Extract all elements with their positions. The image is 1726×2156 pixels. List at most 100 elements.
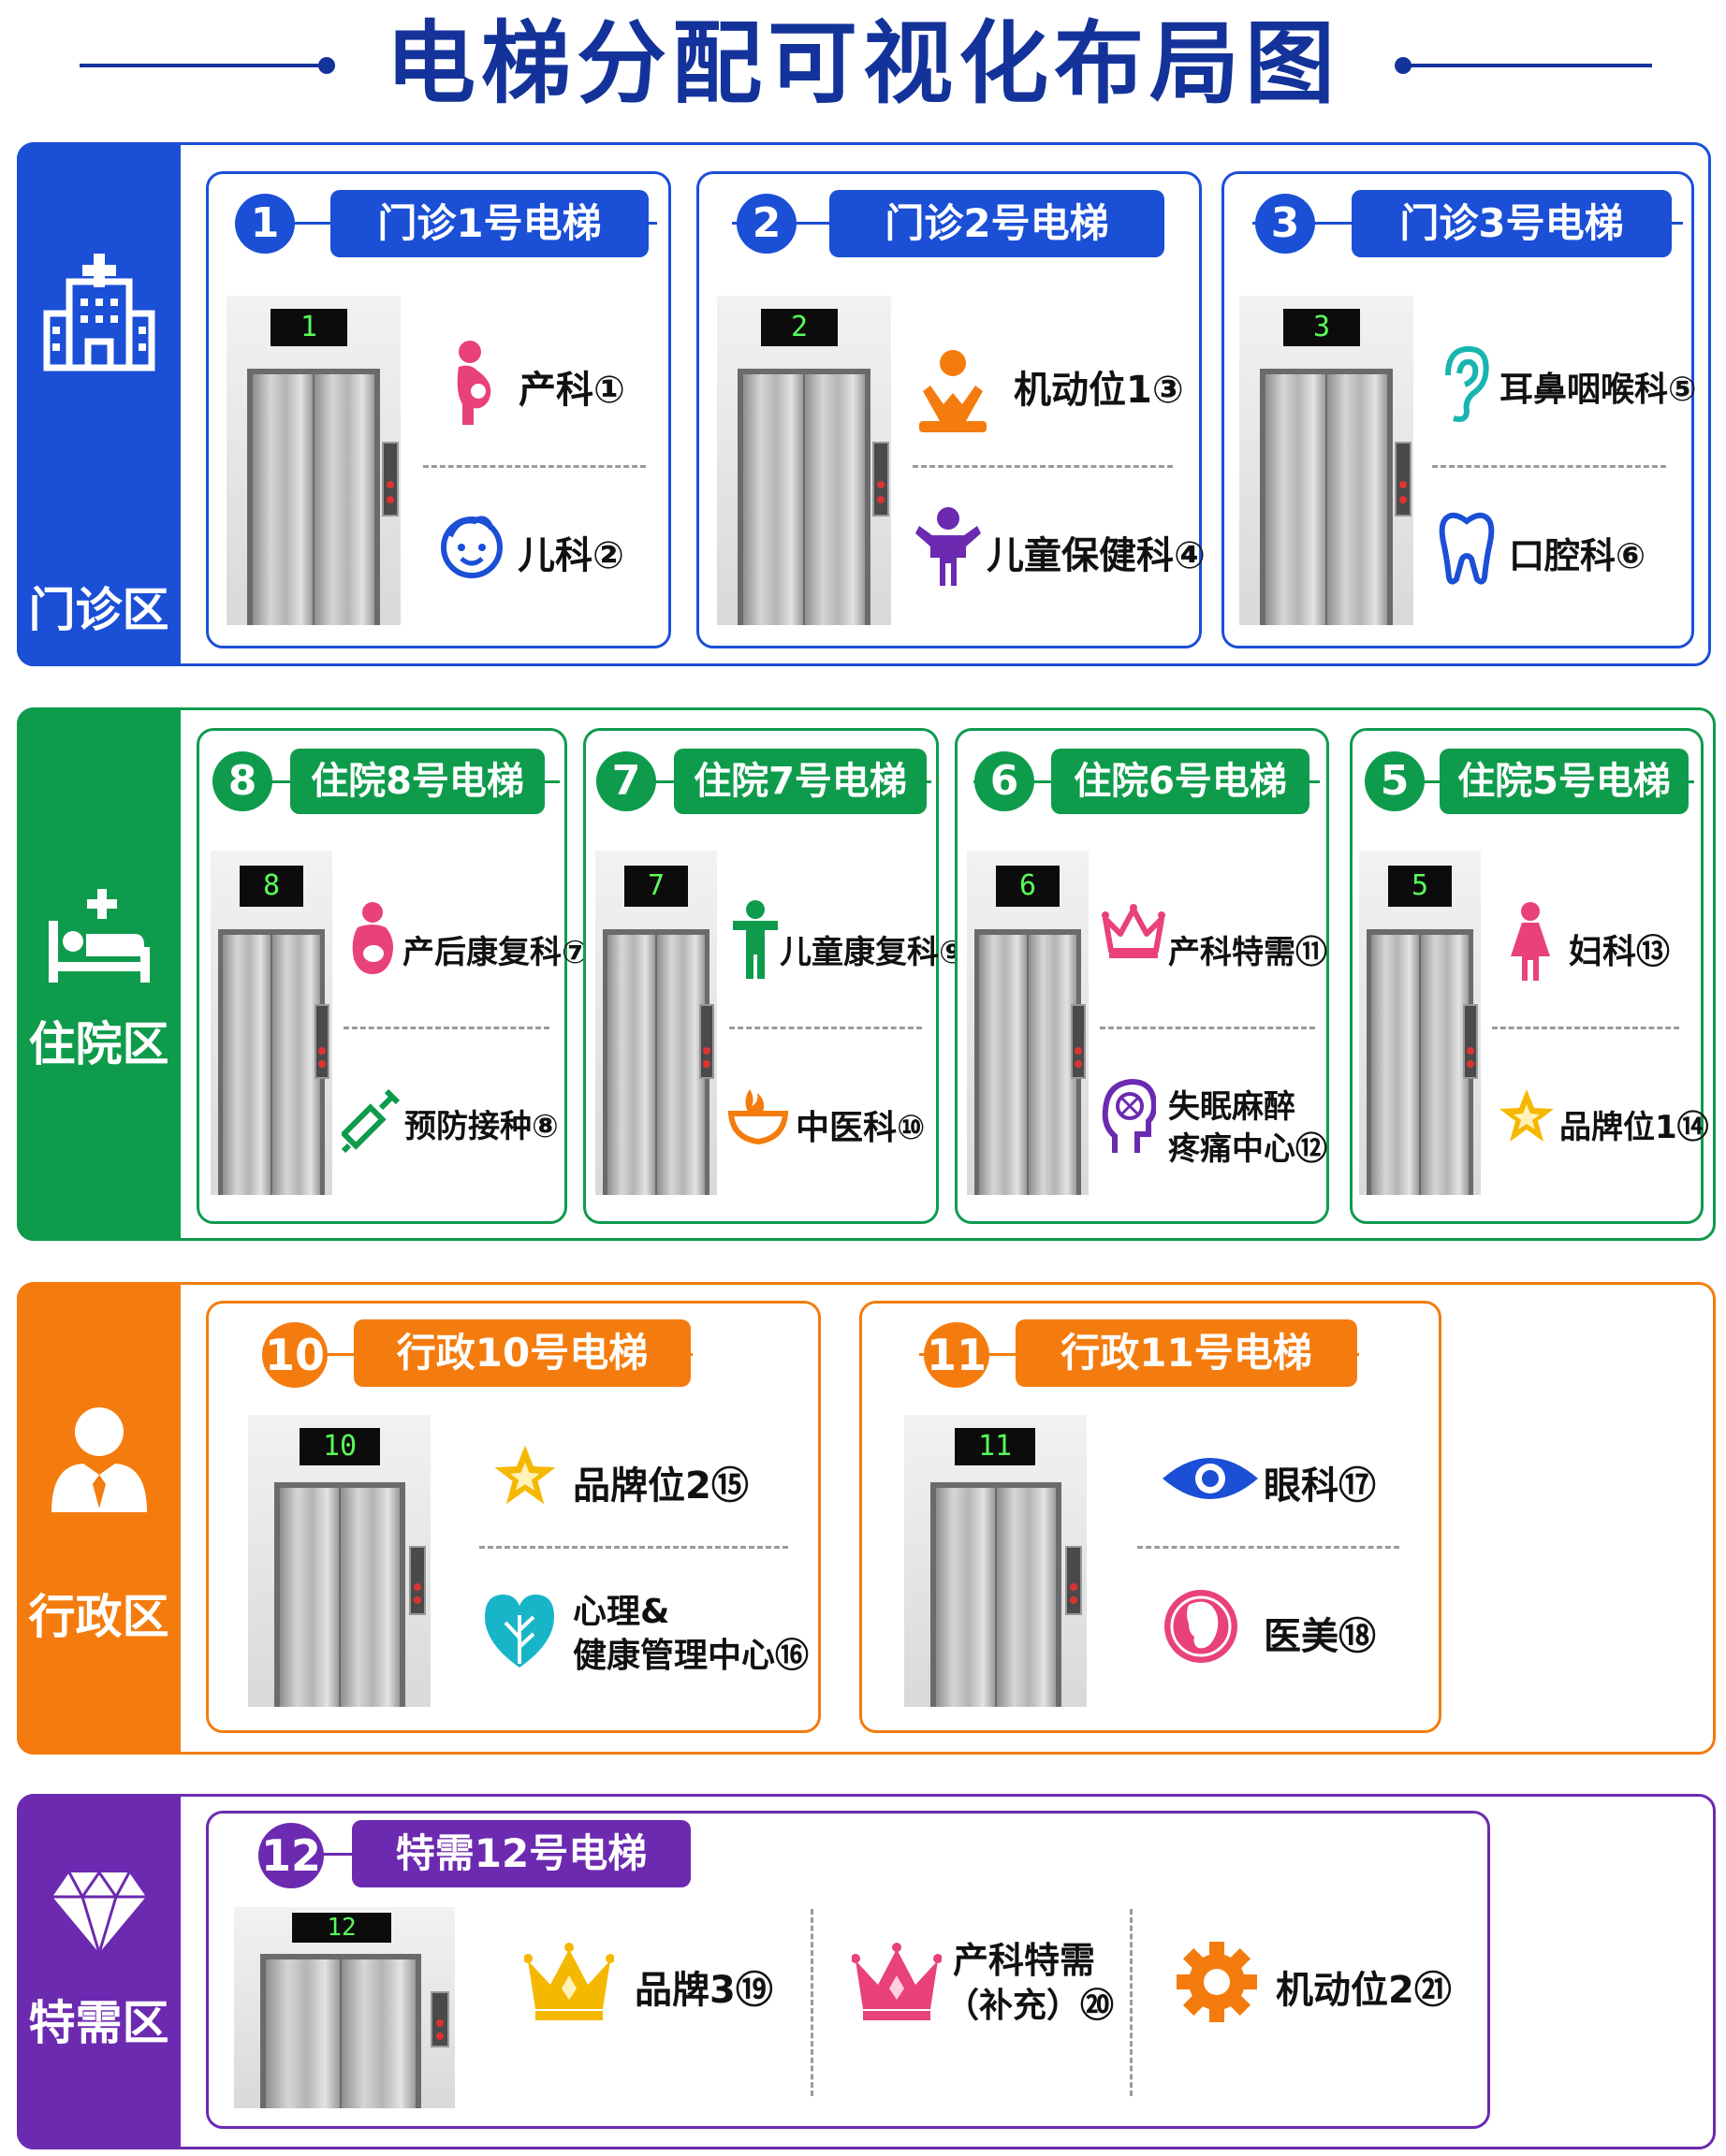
diamond-icon xyxy=(49,1869,150,1960)
elevator-title: 住院8号电梯 xyxy=(290,749,545,814)
department-label: 儿科② xyxy=(518,534,624,577)
elevator-door xyxy=(805,374,865,625)
elevator-door xyxy=(997,1488,1056,1707)
department-label: 心理& xyxy=(573,1593,670,1631)
divider xyxy=(729,1027,922,1029)
elevator-title: 门诊2号电梯 xyxy=(829,190,1164,257)
department-label: 耳鼻咽喉科⑤ xyxy=(1499,371,1697,409)
floor-display: 1 xyxy=(271,309,347,346)
call-panel xyxy=(1065,1546,1082,1615)
star-icon xyxy=(1496,1085,1558,1149)
zone-tab-inpatient: 住院区 xyxy=(17,707,181,1241)
call-panel xyxy=(1071,1004,1086,1079)
person-icon xyxy=(48,1404,151,1520)
elevator-image: 11 xyxy=(904,1415,1087,1707)
title-dot-right xyxy=(1395,57,1412,74)
department-label: 预防接种⑧ xyxy=(404,1108,559,1145)
department-label: 医美⑱ xyxy=(1264,1615,1376,1658)
elevator-number-badge: 7 xyxy=(596,751,656,811)
tooth-icon xyxy=(1438,510,1496,589)
elevator-image: 5 xyxy=(1359,851,1481,1195)
eye-icon xyxy=(1159,1450,1262,1510)
department-label-line2: （补充）⑳ xyxy=(945,1987,1115,2025)
call-panel xyxy=(314,1004,329,1079)
divider xyxy=(423,465,646,468)
elevator-title: 住院5号电梯 xyxy=(1440,749,1689,814)
call-panel xyxy=(382,442,399,517)
elevator-title: 行政10号电梯 xyxy=(354,1319,691,1387)
ear-icon xyxy=(1439,343,1491,428)
department-label: 中医科⑩ xyxy=(796,1109,926,1147)
elevator-number-badge: 6 xyxy=(974,751,1034,811)
zone-label-outpatient: 门诊区 xyxy=(28,583,169,637)
elevator-title: 特需12号电梯 xyxy=(352,1820,691,1887)
floor-display: 3 xyxy=(1283,309,1360,346)
elevator-title: 住院6号电梯 xyxy=(1051,749,1309,814)
divider xyxy=(344,1027,549,1029)
department-label: 品牌3⑲ xyxy=(635,1969,773,2012)
call-panel xyxy=(409,1546,426,1615)
child-icon xyxy=(915,505,981,590)
elevator-door xyxy=(979,935,1027,1195)
call-panel xyxy=(1463,1004,1478,1079)
elevator-image: 6 xyxy=(967,851,1089,1195)
elevator-image: 10 xyxy=(248,1415,431,1707)
elevator-image: 8 xyxy=(211,851,332,1195)
zone-tab-outpatient: 门诊区 xyxy=(17,142,181,666)
elevator-title: 门诊3号电梯 xyxy=(1352,190,1672,257)
elevator-door xyxy=(1421,935,1469,1195)
child-face-icon xyxy=(437,510,506,583)
elevator-image: 1 xyxy=(227,296,401,625)
crown-icon xyxy=(523,1942,615,2026)
floor-display: 7 xyxy=(624,866,688,907)
department-label: 失眠麻醉 xyxy=(1168,1088,1295,1126)
elevator-door xyxy=(1327,374,1387,625)
gear-icon xyxy=(1175,1940,1259,2028)
elevator-door xyxy=(657,935,705,1195)
divider xyxy=(1492,1027,1679,1029)
elevator-image: 12 xyxy=(234,1907,455,2108)
department-label: 机动位1③ xyxy=(1014,369,1184,412)
divider xyxy=(479,1546,788,1549)
elevator-door xyxy=(341,1488,400,1707)
zone-tab-admin: 行政区 xyxy=(17,1282,181,1755)
floor-display: 6 xyxy=(996,866,1060,907)
department-label-line2: 健康管理中心⑯ xyxy=(573,1637,810,1675)
elevator-door xyxy=(607,935,655,1195)
woman-icon xyxy=(1509,902,1552,984)
child-rehab-icon xyxy=(731,900,780,983)
floor-display: 11 xyxy=(955,1428,1035,1465)
star-icon xyxy=(490,1441,560,1512)
elevator-number-badge: 1 xyxy=(235,194,295,254)
elevator-image: 7 xyxy=(595,851,717,1195)
divider xyxy=(811,1909,813,2096)
syringe-icon xyxy=(340,1085,402,1157)
elevator-door xyxy=(223,935,271,1195)
elevator-door xyxy=(342,1959,416,2108)
divider xyxy=(1130,1909,1133,2096)
elevator-title: 门诊1号电梯 xyxy=(330,190,649,257)
zone-label-admin: 行政区 xyxy=(28,1590,169,1644)
department-label: 产科① xyxy=(519,369,625,412)
elevator-door xyxy=(936,1488,995,1707)
zone-label-inpatient: 住院区 xyxy=(28,1017,169,1071)
zone-label-vip: 特需区 xyxy=(28,1996,169,2050)
call-panel xyxy=(872,442,889,517)
floor-display: 5 xyxy=(1388,866,1452,907)
title-rule-right xyxy=(1404,64,1652,67)
divider xyxy=(1137,1546,1399,1549)
elevator-image: 2 xyxy=(717,296,891,625)
hospital-bed-icon xyxy=(45,883,154,990)
page-title: 电梯分配可视化布局图 xyxy=(386,11,1340,116)
department-label: 产科特需 xyxy=(953,1940,1096,1981)
department-label: 眼科⑰ xyxy=(1264,1464,1376,1508)
elevator-door xyxy=(1029,935,1076,1195)
elevator-door xyxy=(743,374,803,625)
elevator-door xyxy=(272,935,320,1195)
mother-icon xyxy=(348,901,397,980)
elevator-door xyxy=(1265,374,1325,625)
heart-tree-icon xyxy=(481,1591,558,1673)
service-person-icon xyxy=(917,348,988,438)
elevator-title: 行政11号电梯 xyxy=(1016,1319,1357,1387)
zone-tab-vip: 特需区 xyxy=(17,1794,181,2149)
